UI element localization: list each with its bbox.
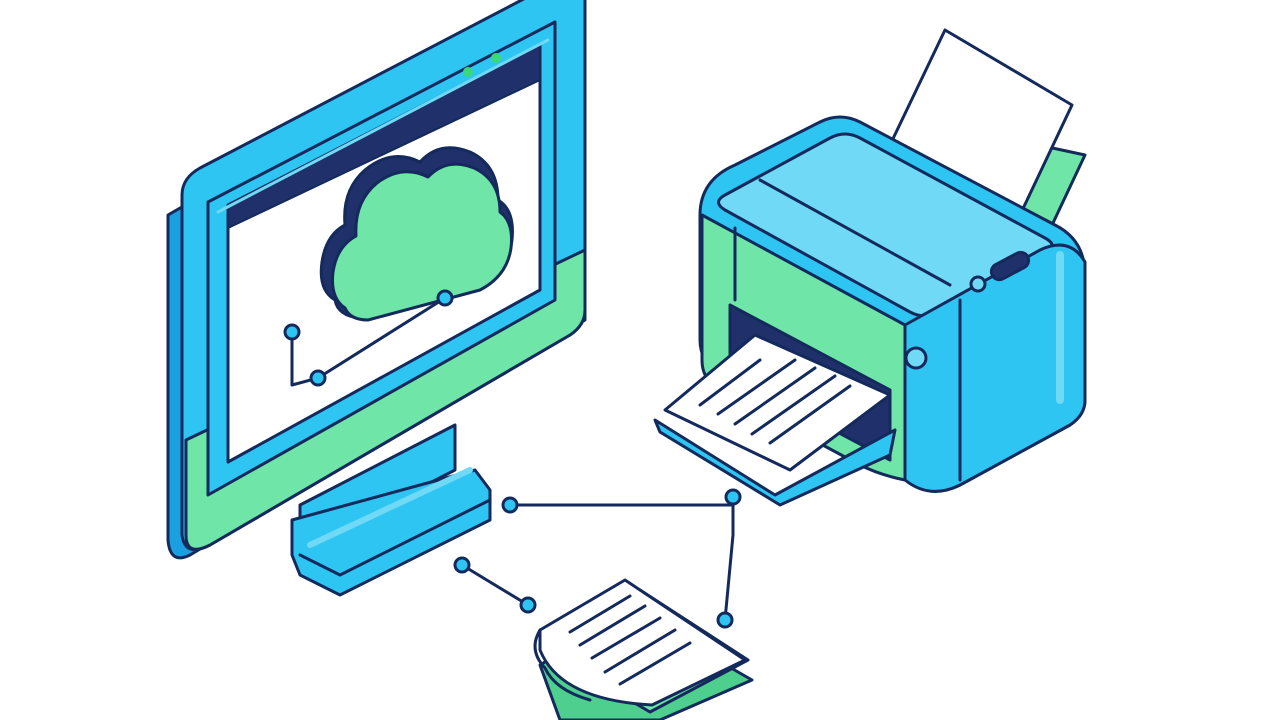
status-led-1 — [463, 67, 473, 77]
printer-output-tray — [653, 333, 897, 507]
document-text-lines — [568, 594, 692, 686]
printer-control-panel — [904, 250, 1031, 370]
cloud-icon — [319, 146, 514, 322]
printed-text-lines — [698, 358, 852, 445]
monitor-stand — [290, 423, 492, 597]
printer-power-icon — [904, 346, 928, 370]
status-led-2 — [491, 53, 501, 63]
screen-connector — [283, 289, 454, 387]
connector-lines — [453, 488, 742, 629]
document-icon — [533, 578, 754, 720]
monitor-icon — [166, 0, 587, 597]
printer-button-icon — [969, 275, 987, 293]
printer-icon — [653, 28, 1087, 507]
